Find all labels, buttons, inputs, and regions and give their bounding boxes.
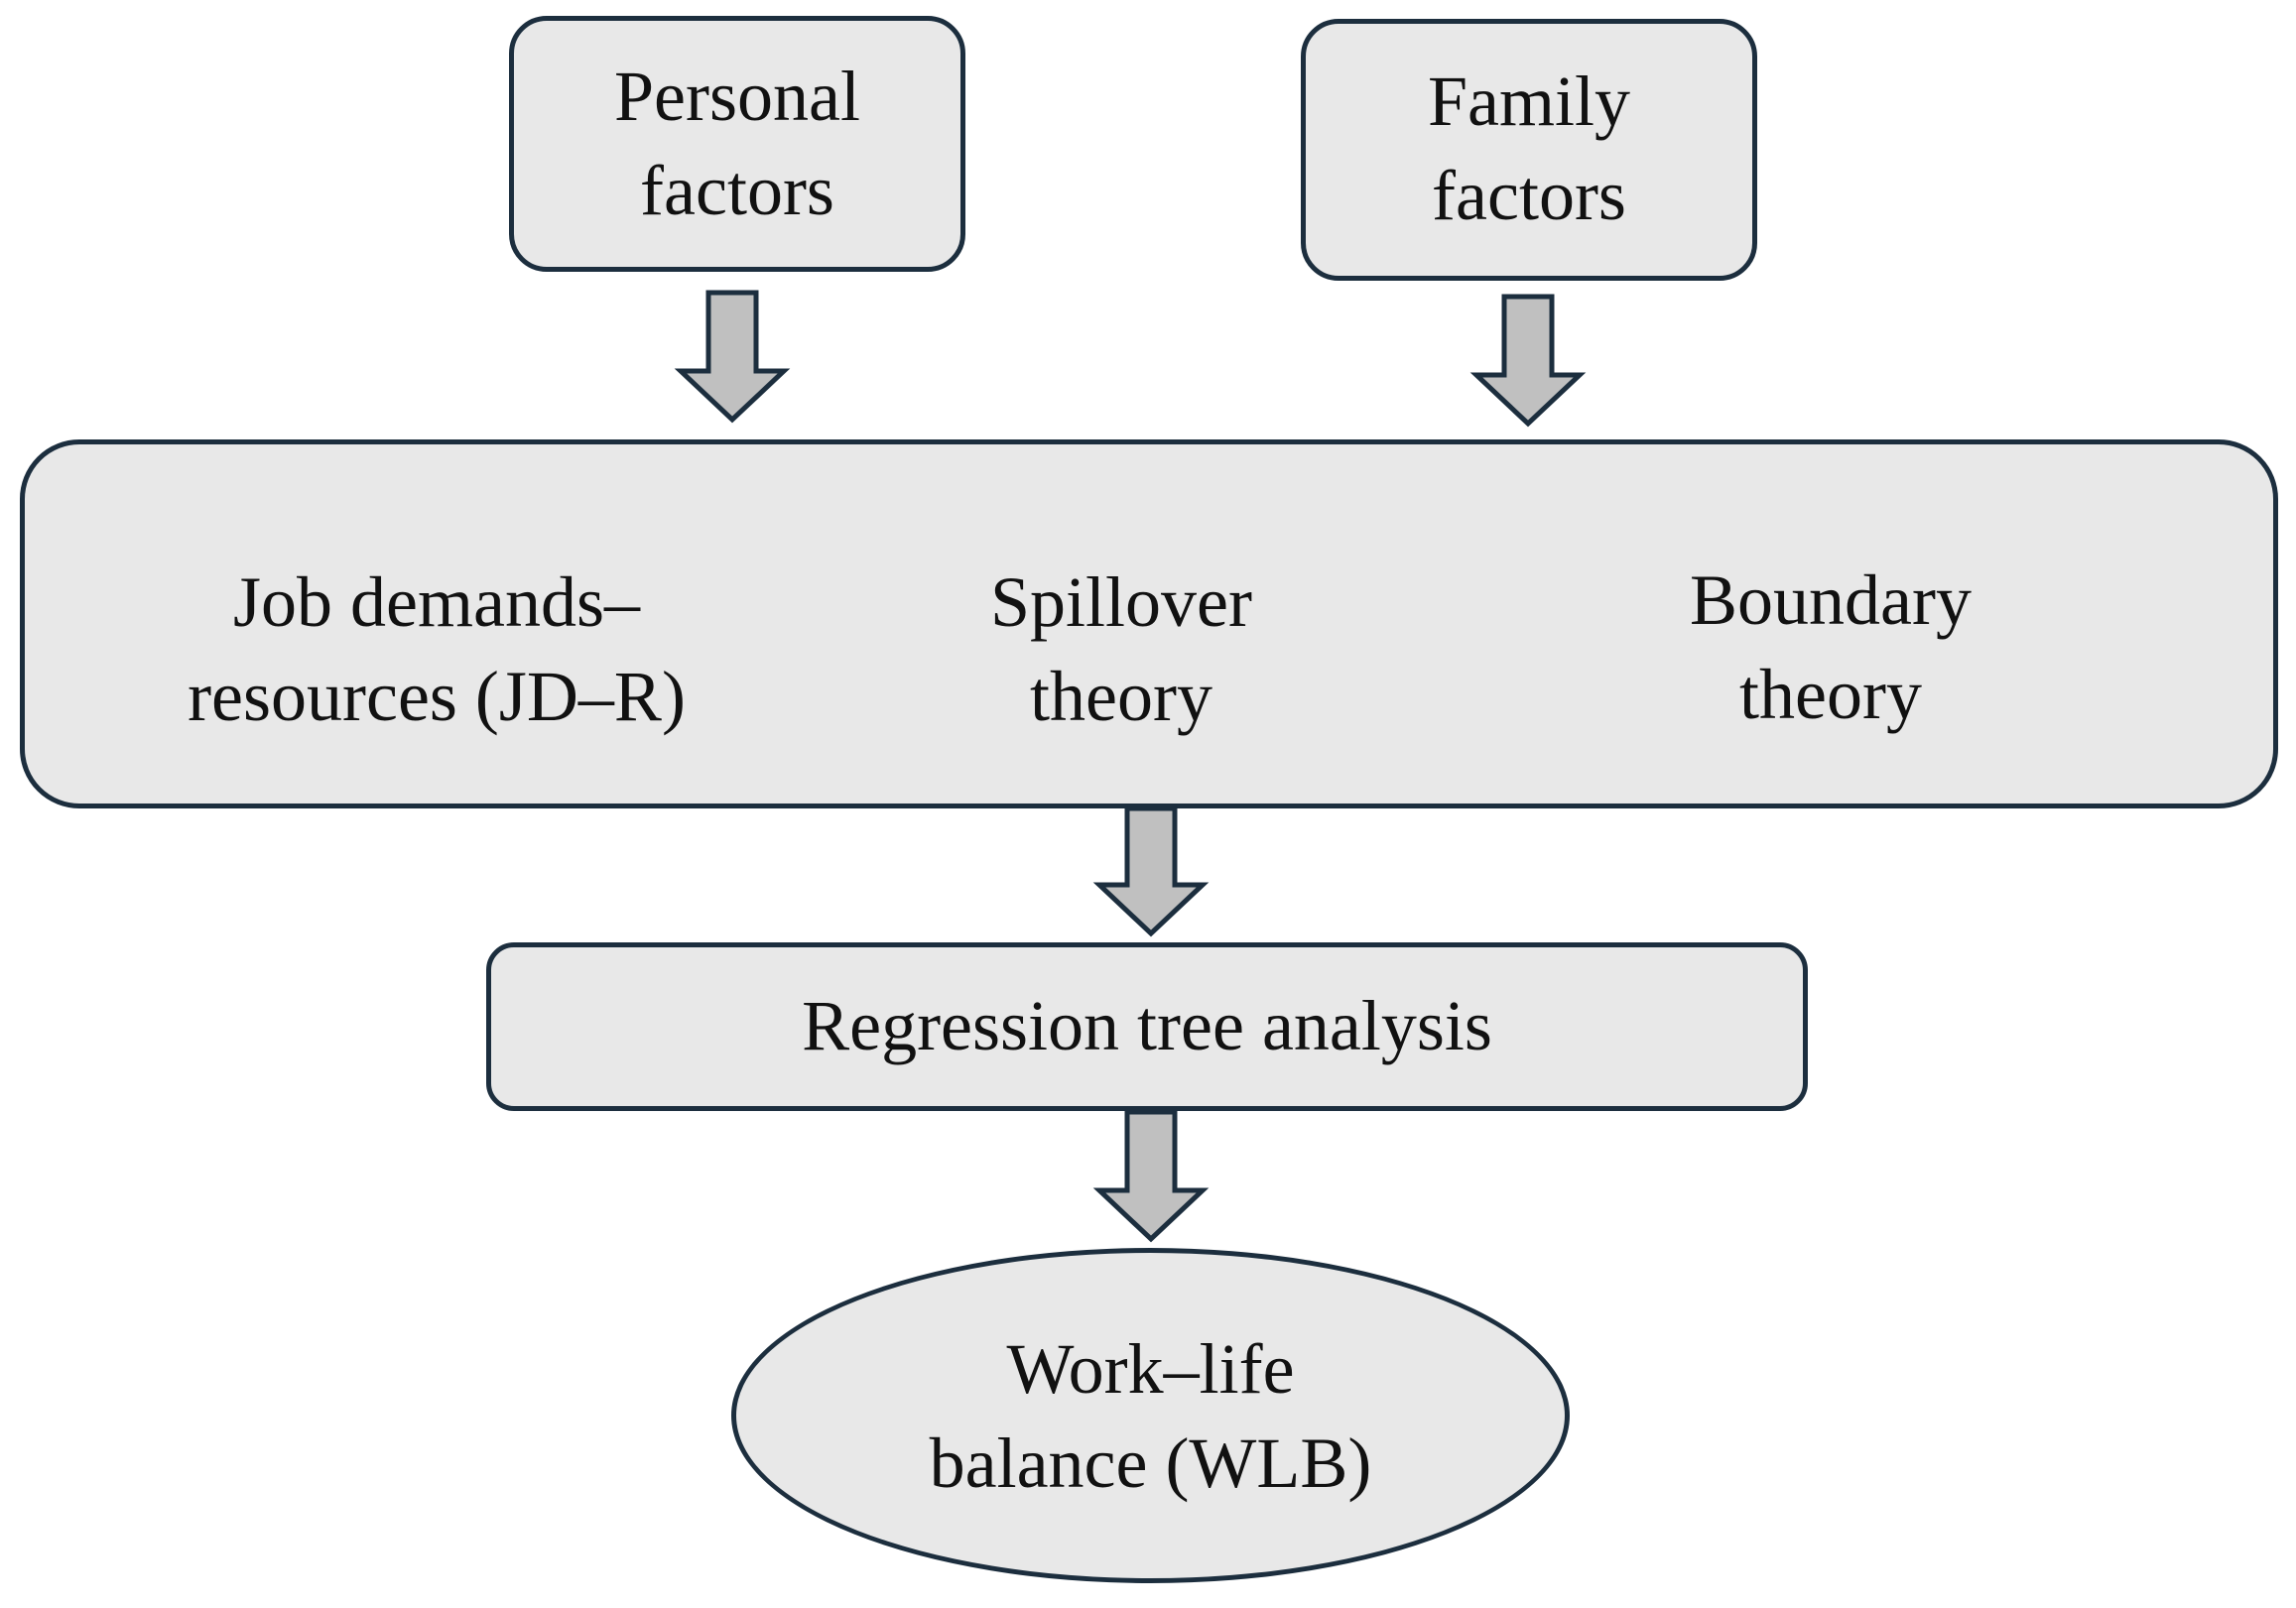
regression-line: Regression tree analysis (802, 986, 1492, 1065)
boundary-line2: theory (1739, 655, 1922, 734)
wlb-line2: balance (WLB) (929, 1423, 1372, 1503)
regression-tree-box (486, 942, 1808, 1111)
boundary-theory-label: Boundary theory (1632, 554, 2029, 742)
family-factors-line1: Family (1427, 62, 1630, 141)
arrow-down-icon (1469, 294, 1587, 428)
family-factors-line2: factors (1432, 156, 1626, 235)
family-factors-label: Family factors (1301, 55, 1757, 243)
jdr-theory-label: Job demands– resources (JD–R) (139, 556, 734, 744)
wlb-line1: Work–life (1006, 1329, 1295, 1409)
spillover-line1: Spillover (990, 562, 1252, 642)
personal-factors-line2: factors (640, 151, 834, 230)
personal-factors-line1: Personal (614, 57, 860, 136)
boundary-line1: Boundary (1690, 560, 1972, 640)
regression-tree-label: Regression tree analysis (486, 979, 1808, 1073)
wlb-ellipse (731, 1248, 1570, 1583)
arrow-down-icon (674, 290, 791, 424)
jdr-line2: resources (JD–R) (188, 657, 686, 736)
jdr-line1: Job demands– (233, 562, 640, 642)
family-factors-box (1301, 19, 1757, 281)
spillover-line2: theory (1030, 657, 1212, 736)
wlb-label: Work–life balance (WLB) (731, 1322, 1570, 1511)
spillover-theory-label: Spillover theory (923, 556, 1320, 744)
arrow-down-icon (1092, 805, 1210, 937)
arrow-down-icon (1092, 1109, 1210, 1243)
personal-factors-box (509, 16, 965, 272)
personal-factors-label: Personal factors (509, 50, 965, 238)
